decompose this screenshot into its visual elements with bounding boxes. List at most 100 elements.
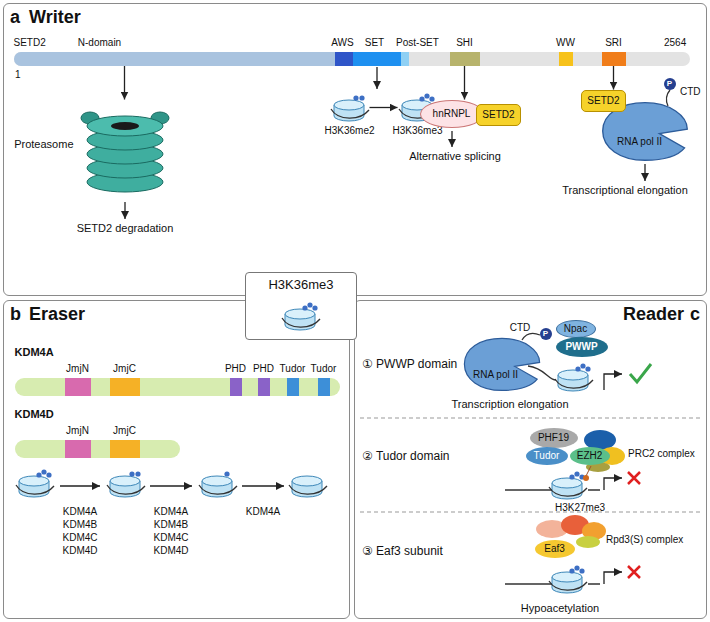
node-text: N-domain (78, 37, 121, 49)
annotation-label: KDM4A (246, 506, 280, 518)
node-text: P (543, 329, 548, 338)
domain: JmjC (110, 440, 140, 458)
domain: AWS (335, 52, 353, 66)
complex-subunit (576, 536, 600, 548)
annotation-label: Transcriptional elongation (562, 184, 688, 197)
protein-box: SETD2 (581, 90, 625, 112)
annotation-label: ① PWWP domain (362, 358, 457, 372)
transcription-arrow (604, 374, 622, 390)
nucleosome (289, 476, 327, 497)
node-text: H3K36me3 (392, 125, 442, 137)
annotation-label: Hypoacetylation (521, 602, 599, 615)
annotation-label: KDM4B (63, 519, 97, 531)
domain: SRI (602, 52, 626, 66)
node-text: Npac (564, 323, 587, 335)
node-text: KDM4A (15, 346, 54, 359)
node-text: c (690, 304, 700, 325)
node-text: Eraser (29, 304, 85, 325)
mark-box: H3K36me3 (245, 272, 357, 340)
protein-oval: Tudor (526, 447, 568, 465)
check-mark (630, 364, 651, 382)
node-text: SETD2 (14, 37, 46, 49)
node-text: PHD (253, 363, 274, 375)
methylation-arrow (376, 67, 377, 89)
node-text: PWWP (565, 341, 597, 353)
node-outline (81, 112, 169, 192)
node-text: KDM4D (15, 408, 54, 421)
node-text: EZH2 (577, 450, 603, 462)
annotation-label: KDM4C (62, 532, 97, 544)
transcription-arrow (604, 478, 622, 490)
domain: SET (353, 52, 401, 66)
node-text: JmjN (66, 363, 89, 375)
node-outline (464, 338, 539, 390)
repression-cross (628, 566, 640, 578)
domain: PHD (230, 378, 242, 396)
annotation-label: KDM4C (153, 532, 188, 544)
protein-bar: KDM4AJmjNJmjCPHDPHDTudorTudor (15, 378, 340, 396)
nucleosome (549, 565, 587, 593)
annotation-label: CTD (680, 86, 701, 98)
node-text: AWS (331, 37, 353, 49)
node-text: WW (556, 37, 575, 49)
annotation-label: SETD2 degradation (77, 222, 174, 235)
connector-arrow (124, 66, 125, 100)
annotation-label: ② Tudor domain (362, 450, 449, 464)
node-outline (282, 302, 320, 330)
protein-oval: EZH2 (570, 447, 610, 465)
polymerase: RNA pol II (462, 336, 542, 392)
demethylation-arrow (242, 485, 284, 486)
domain: PHD (258, 378, 270, 396)
annotation-label: Alternative splicing (409, 150, 501, 163)
node-text: JmjN (66, 425, 89, 437)
degradation-arrow (124, 202, 125, 219)
protein-box: SETD2 (476, 104, 520, 126)
nucleosome (107, 471, 145, 497)
annotation-label: ③ Eaf3 subunit (362, 545, 443, 559)
protein-bar: SETD2N-domainAWSSETPost-SETSHIWWSRI (14, 52, 690, 66)
annotation-label: Transcription elongation (452, 398, 569, 411)
phospho-circle: P (664, 78, 676, 90)
nucleosome: H3K36me2 (330, 92, 370, 124)
ctd-tail (522, 333, 540, 340)
section-divider (360, 512, 702, 513)
protein-oval: Npac (556, 320, 596, 338)
node-text: Post-SET (396, 37, 439, 49)
phospho-circle: P (540, 328, 552, 340)
annotation-label: 2564 (664, 37, 686, 49)
annotation-label: CTD (510, 322, 531, 334)
node-text: SRI (605, 37, 622, 49)
connector-arrow (613, 66, 614, 90)
ctd-tail (666, 90, 670, 106)
panel: bEraserKDM4AJmjNJmjCPHDPHDTudorTudorKDM4… (3, 300, 350, 619)
connector-arrow (464, 66, 465, 100)
node-text: Reader (623, 304, 684, 325)
annotation-label: KDM4A (154, 506, 188, 518)
domain: Tudor (287, 378, 299, 396)
node-shape (281, 301, 321, 333)
domain: WW (559, 52, 573, 66)
annotation-label: Rpd3(S) complex (606, 534, 683, 546)
connector-arrow (370, 107, 398, 108)
panel: aWriterSETD2N-domainAWSSETPost-SETSHIWWS… (3, 3, 707, 296)
domain: JmjN (65, 378, 91, 396)
nucleosome (555, 363, 593, 391)
protein-oval: hnRNPL (420, 100, 484, 128)
demethylation-arrow (150, 485, 192, 486)
node-text: Tudor (534, 450, 560, 462)
mark-link (586, 466, 591, 476)
domain: N-domain (14, 52, 335, 66)
node-text: PHF19 (538, 432, 569, 444)
annotation-label: KDM4A (63, 506, 97, 518)
h3k27me3-mark (583, 475, 589, 481)
transcription-arrow (604, 572, 622, 584)
elongation-arrow (644, 164, 645, 181)
proteasome: Proteasome (80, 100, 170, 200)
domain: SHI (450, 52, 480, 66)
node-text: PHD (225, 363, 246, 375)
node-text: SET (365, 37, 384, 49)
annotation-label: KDM4D (153, 545, 188, 557)
node-text: SHI (456, 37, 473, 49)
node-text: JmjC (113, 425, 136, 437)
annotation-label: KDM4B (154, 519, 188, 531)
